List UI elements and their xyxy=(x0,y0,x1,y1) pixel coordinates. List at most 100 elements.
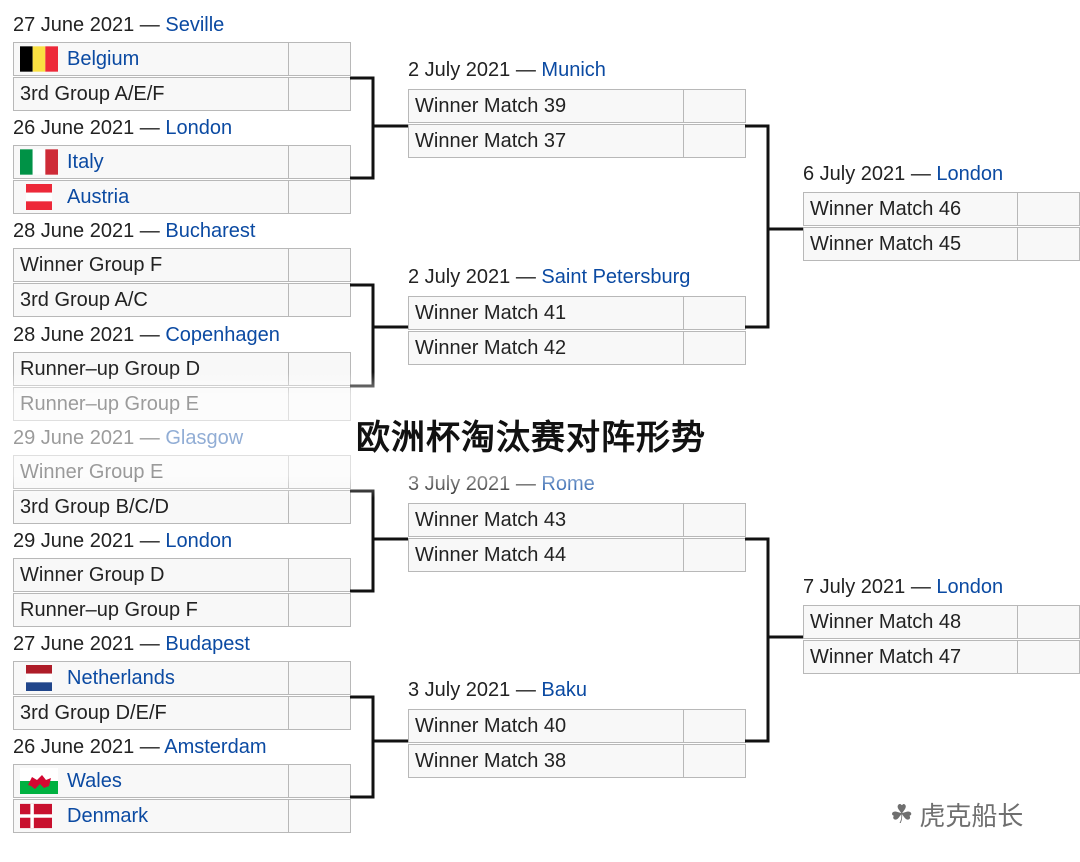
sf-match-2-header: 7 July 2021 — London xyxy=(803,575,1003,599)
qf-match-2-header: 2 July 2021 — Saint Petersburg xyxy=(408,265,690,289)
r16-match-1-header: 27 June 2021 — Seville xyxy=(13,13,224,37)
venue-link[interactable]: London xyxy=(936,576,1004,598)
venue-link[interactable]: London xyxy=(165,117,233,139)
team-label: Winner Match 38 xyxy=(415,749,567,772)
team-label[interactable]: Austria xyxy=(67,185,130,208)
venue-link[interactable]: Baku xyxy=(541,679,588,701)
team-name-cell: Winner Match 38 xyxy=(409,745,683,777)
match-date: 6 July 2021 xyxy=(803,163,906,185)
venue-link[interactable]: Seville xyxy=(165,14,225,36)
match-date: 3 July 2021 xyxy=(408,679,511,701)
team-name-cell: Winner Match 48 xyxy=(804,606,1017,638)
venue-link[interactable]: London xyxy=(165,530,233,552)
qf-match-1-header: 2 July 2021 — Munich xyxy=(408,58,606,82)
r16-team-row: Italy xyxy=(13,145,351,179)
team-name-cell: Winner Match 41 xyxy=(409,297,683,329)
team-name-cell: Netherlands xyxy=(14,662,288,694)
team-label[interactable]: Italy xyxy=(67,150,104,173)
r16-team-row: Winner Group F xyxy=(13,248,351,282)
match-date: 28 June 2021 xyxy=(13,220,135,242)
austria-flag-icon xyxy=(20,184,58,210)
qf-team-row: Winner Match 37 xyxy=(408,124,746,158)
match-date: 28 June 2021 xyxy=(13,324,135,346)
team-name-cell: Austria xyxy=(14,181,288,213)
score-cell xyxy=(288,800,350,832)
team-name-cell: Belgium xyxy=(14,43,288,75)
sf-match-1-header: 6 July 2021 — London xyxy=(803,162,1003,186)
venue-link[interactable]: Bucharest xyxy=(165,220,256,242)
venue-link[interactable]: Munich xyxy=(541,59,606,81)
score-cell xyxy=(1017,228,1079,260)
team-label: 3rd Group A/E/F xyxy=(20,82,165,105)
team-label: 3rd Group B/C/D xyxy=(20,495,169,518)
team-label: Winner Match 47 xyxy=(810,645,962,668)
team-name-cell: 3rd Group A/E/F xyxy=(14,78,288,110)
score-cell xyxy=(288,697,350,729)
team-name-cell: Winner Match 40 xyxy=(409,710,683,742)
date-separator: — xyxy=(134,530,166,552)
team-label: Winner Match 37 xyxy=(415,129,567,152)
connector-r16-5 xyxy=(350,489,408,541)
venue-link[interactable]: Saint Petersburg xyxy=(541,266,691,288)
team-label: Winner Group D xyxy=(20,563,165,586)
team-label: Winner Match 48 xyxy=(810,610,962,633)
r16-match-4-header: 28 June 2021 — Copenhagen xyxy=(13,323,280,347)
r16-team-row: 3rd Group A/E/F xyxy=(13,77,351,111)
connector-r16-6 xyxy=(350,539,375,593)
r16-match-2-header: 26 June 2021 — London xyxy=(13,116,232,140)
r16-match-8-header: 26 June 2021 — Amsterdam xyxy=(13,735,267,759)
r16-team-row: Denmark xyxy=(13,799,351,833)
team-name-cell: Winner Match 46 xyxy=(804,193,1017,225)
score-cell xyxy=(288,181,350,213)
team-name-cell: 3rd Group B/C/D xyxy=(14,491,288,523)
team-label[interactable]: Belgium xyxy=(67,47,140,70)
score-cell xyxy=(288,43,350,75)
qf-team-row: Winner Match 40 xyxy=(408,709,746,743)
qf-team-row: Winner Match 41 xyxy=(408,296,746,330)
date-separator: — xyxy=(905,163,937,185)
score-cell xyxy=(1017,641,1079,673)
team-label[interactable]: Wales xyxy=(67,769,122,792)
venue-link[interactable]: Budapest xyxy=(165,633,250,655)
team-name-cell: Wales xyxy=(14,765,288,797)
date-separator: — xyxy=(134,220,166,242)
team-name-cell: Winner Match 47 xyxy=(804,641,1017,673)
venue-link[interactable]: Amsterdam xyxy=(164,736,267,758)
team-name-cell: Runner–up Group F xyxy=(14,594,288,626)
connector-r16-1 xyxy=(350,76,408,128)
score-cell xyxy=(1017,193,1079,225)
qf-team-row: Winner Match 43 xyxy=(408,503,746,537)
date-separator: — xyxy=(134,14,166,36)
team-name-cell: Winner Group D xyxy=(14,559,288,591)
r16-team-row: Belgium xyxy=(13,42,351,76)
team-label[interactable]: Netherlands xyxy=(67,666,175,689)
score-cell xyxy=(1017,606,1079,638)
sf-team-row: Winner Match 48 xyxy=(803,605,1080,639)
match-date: 29 June 2021 xyxy=(13,530,135,552)
venue-link[interactable]: Copenhagen xyxy=(165,324,280,346)
team-name-cell: Winner Match 37 xyxy=(409,125,683,157)
date-separator: — xyxy=(510,679,542,701)
team-label: 3rd Group A/C xyxy=(20,288,148,311)
team-name-cell: Winner Match 43 xyxy=(409,504,683,536)
team-label[interactable]: Denmark xyxy=(67,804,149,827)
wechat-icon: ☘ xyxy=(890,799,914,829)
overlay-title: 欧洲杯淘汰赛对阵形势 xyxy=(356,419,706,457)
venue-link[interactable]: London xyxy=(936,163,1004,185)
qf-team-row: Winner Match 39 xyxy=(408,89,746,123)
match-date: 26 June 2021 xyxy=(13,117,135,139)
score-cell xyxy=(683,710,745,742)
sf-team-row: Winner Match 46 xyxy=(803,192,1080,226)
team-label: Winner Match 41 xyxy=(415,301,567,324)
connector-qf-2 xyxy=(745,229,770,329)
team-name-cell: Italy xyxy=(14,146,288,178)
match-date: 27 June 2021 xyxy=(13,633,135,655)
match-date: 2 July 2021 xyxy=(408,59,511,81)
date-separator: — xyxy=(905,576,937,598)
date-separator: — xyxy=(134,633,166,655)
match-date: 7 July 2021 xyxy=(803,576,906,598)
date-separator: — xyxy=(510,266,542,288)
score-cell xyxy=(288,662,350,694)
italy-flag-icon xyxy=(20,149,58,175)
team-label: Winner Match 44 xyxy=(415,543,567,566)
